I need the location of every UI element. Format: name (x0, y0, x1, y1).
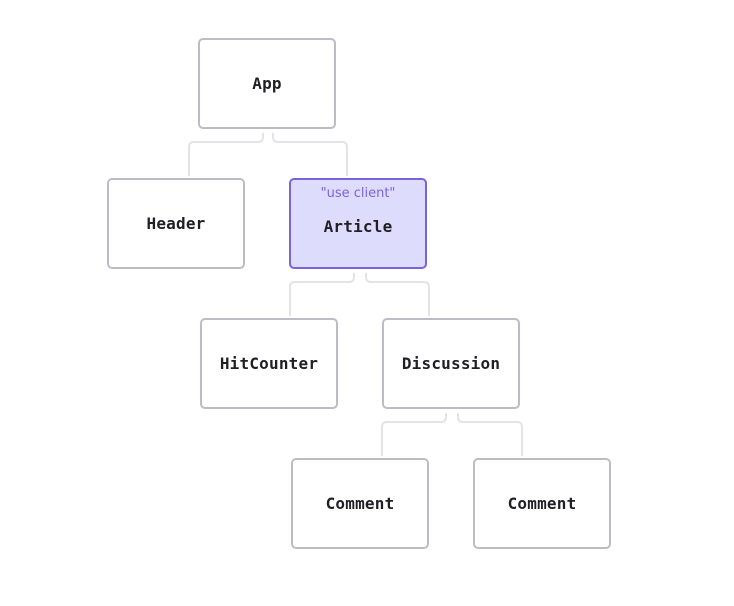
node-comment-2-label: Comment (507, 494, 577, 513)
node-discussion-label: Discussion (401, 354, 501, 373)
node-app-label: App (252, 74, 282, 93)
node-comment-1: Comment (291, 458, 429, 549)
connector-article-hitcounter (289, 273, 355, 316)
node-hitcounter-label: HitCounter (219, 354, 319, 373)
node-app: App (198, 38, 336, 129)
node-discussion: Discussion (382, 318, 520, 409)
use-client-directive: "use client" (320, 186, 396, 201)
connector-discussion-comment1 (381, 413, 447, 456)
node-hitcounter: HitCounter (200, 318, 338, 409)
node-article-label: Article (323, 216, 393, 236)
connector-discussion-comment2 (457, 413, 523, 456)
node-article: "use client" Article (289, 178, 427, 269)
node-comment-2: Comment (473, 458, 611, 549)
connector-app-article (272, 133, 348, 176)
node-header: Header (107, 178, 245, 269)
connector-article-discussion (365, 273, 430, 316)
connector-app-header (188, 133, 264, 176)
node-header-label: Header (146, 214, 206, 233)
node-comment-1-label: Comment (325, 494, 395, 513)
